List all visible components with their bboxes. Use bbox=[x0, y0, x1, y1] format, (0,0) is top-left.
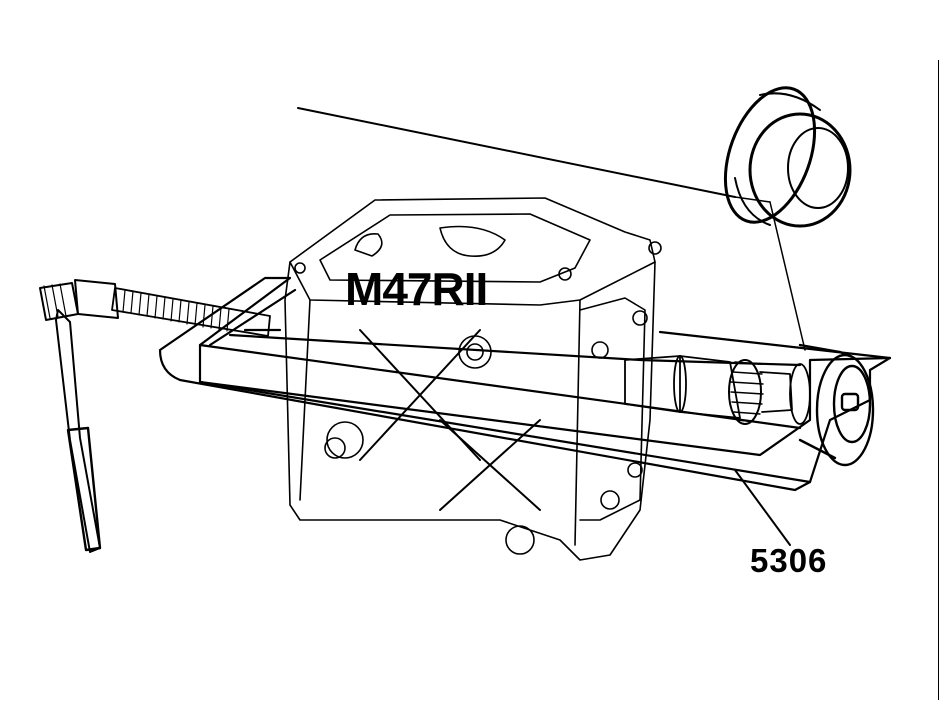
page-edge-line bbox=[938, 60, 939, 700]
gearbox-housing bbox=[284, 197, 662, 561]
leader-line-tool bbox=[734, 469, 791, 546]
oil-seal bbox=[723, 86, 852, 228]
puller-disc bbox=[798, 343, 875, 467]
threaded-spindle bbox=[111, 287, 271, 337]
leader-line-seal bbox=[297, 107, 736, 198]
output-shaft bbox=[624, 355, 811, 425]
leader-line-seal-vertical bbox=[769, 201, 806, 351]
shaft-gear bbox=[728, 359, 764, 425]
model-label: M47RII bbox=[345, 263, 488, 315]
puller-frame bbox=[158, 276, 892, 492]
tool-number-label: 5306 bbox=[750, 542, 828, 579]
spindle-handle bbox=[39, 279, 119, 553]
